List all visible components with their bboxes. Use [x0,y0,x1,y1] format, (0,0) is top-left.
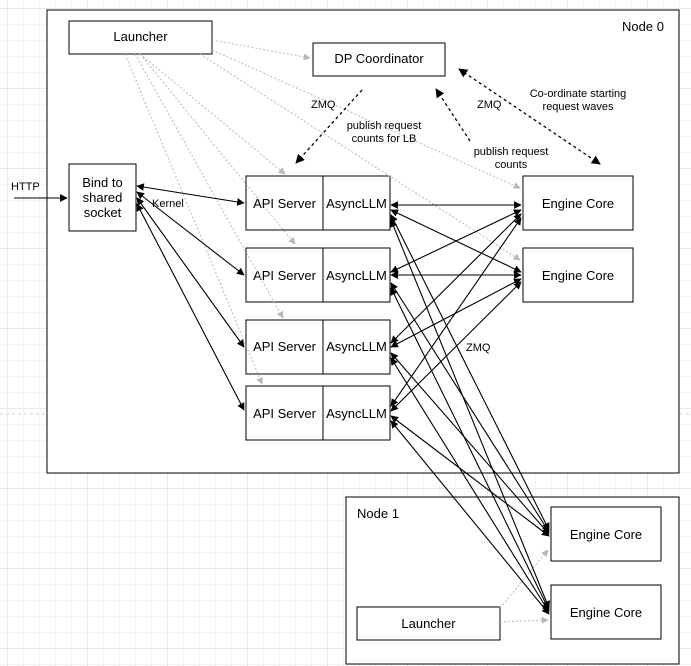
dp-coordinator [312,42,446,77]
api-server-label: API Server [253,196,317,211]
async-llm-label: AsyncLLM [326,196,387,211]
api-server-label: API Server [253,339,317,354]
api-server-row-4: API Server AsyncLLM [245,385,391,441]
bind-socket-line-1: Bind to [82,175,122,190]
dp-coordinator-label: DP Coordinator [334,51,424,66]
coordinate-line-1: Co-ordinate starting [530,88,627,100]
async-llm-label: AsyncLLM [326,406,387,421]
bind-shared-socket [68,163,137,232]
api-server-row-1: API Server AsyncLLM [245,175,391,231]
engine-core-label: Engine Core [570,527,642,542]
api-server-row-3: API Server AsyncLLM [245,319,391,375]
async-llm-label: AsyncLLM [326,339,387,354]
http-label: HTTP [11,181,40,193]
engine-core-label: Engine Core [570,605,642,620]
publish-lb-line-2: counts for LB [352,133,417,145]
zmq-mid-label: ZMQ [477,99,502,111]
kernel-arrows [136,183,245,411]
engine-core-node1-2 [550,584,662,640]
launcher-node0-label: Launcher [113,29,168,44]
coordinate-line-2: request waves [543,101,614,113]
bind-socket-line-2: shared [83,190,123,205]
publish-lb-line-1: publish request [347,120,422,132]
node-1-label: Node 1 [357,506,399,521]
kernel-label: Kernel [152,198,184,210]
api-server-label: API Server [253,406,317,421]
engine-core-label: Engine Core [542,268,614,283]
node-0-label: Node 0 [622,19,664,34]
bind-socket-line-3: socket [84,205,122,220]
api-server-row-2: API Server AsyncLLM [245,247,391,303]
async-llm-label: AsyncLLM [326,268,387,283]
zmq-left-label: ZMQ [311,99,336,111]
publish-counts-line-1: publish request [474,146,549,158]
engine-core-label: Engine Core [542,196,614,211]
launcher-node1-label: Launcher [401,616,456,631]
publish-counts-line-2: counts [495,159,528,171]
engine-core-node1-1 [550,506,662,562]
coordinator-arrows [295,68,601,165]
zmq-center-label: ZMQ [466,342,491,354]
zmq-mesh-arrows [390,201,550,615]
api-server-label: API Server [253,268,317,283]
